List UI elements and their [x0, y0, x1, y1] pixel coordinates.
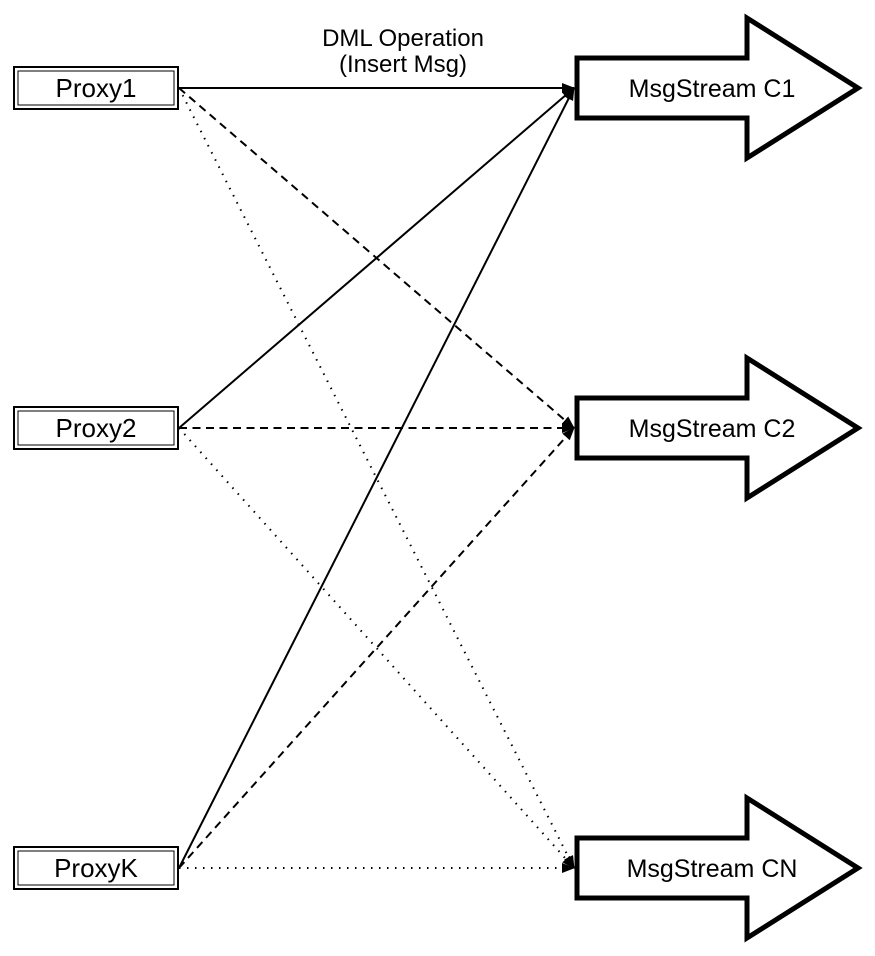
- node-proxy2: Proxy2: [13, 406, 179, 450]
- node-msgstream-c2-label: MsgStream C2: [629, 415, 796, 443]
- node-msgstream-c2: MsgStream C2: [574, 353, 863, 503]
- node-msgstream-cn: MsgStream CN: [574, 793, 863, 943]
- node-proxy1-label: Proxy1: [56, 73, 137, 103]
- annotation-line1: DML Operation: [322, 25, 484, 52]
- edge-layer: [178, 83, 575, 873]
- node-proxyk: ProxyK: [13, 846, 179, 890]
- node-proxy1: Proxy1: [13, 66, 179, 110]
- block-arrow-shape: [574, 13, 863, 163]
- block-arrow-shape: [574, 353, 863, 503]
- node-msgstream-c1-label: MsgStream C1: [629, 75, 796, 103]
- node-msgstream-cn-label: MsgStream CN: [627, 855, 798, 883]
- node-proxyk-label: ProxyK: [54, 853, 138, 883]
- annotation-line2: (Insert Msg): [339, 51, 467, 78]
- edge-ProxyK-C1: [178, 87, 575, 869]
- block-arrow-shape: [574, 793, 863, 943]
- edge-ProxyK-C2: [178, 427, 575, 869]
- edge-Proxy1-C2: [178, 87, 575, 429]
- node-msgstream-c1: MsgStream C1: [574, 13, 863, 163]
- edge-Proxy1-CN: [178, 87, 575, 869]
- node-proxy2-label: Proxy2: [56, 413, 137, 443]
